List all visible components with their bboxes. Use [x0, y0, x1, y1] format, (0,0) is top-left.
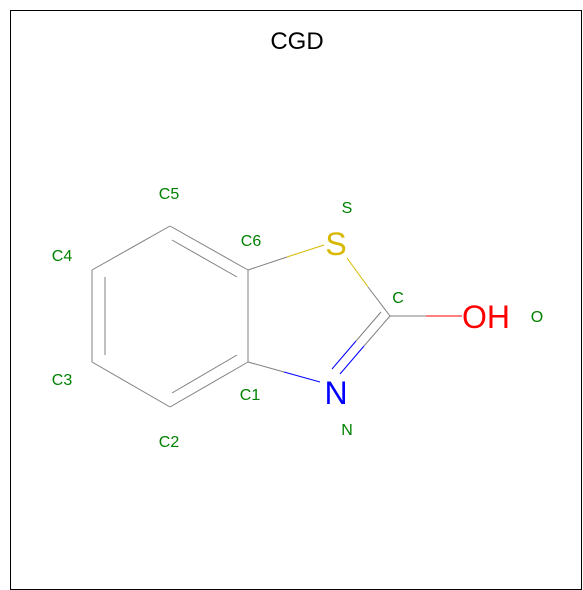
bond-c-n-inner-a [355, 311, 382, 342]
bonds [91, 225, 462, 408]
atom-n-symbol: N [324, 375, 347, 411]
label-s: S [342, 200, 353, 217]
atom-o-symbol: OH [462, 299, 510, 335]
bond-c-n-b [339, 345, 365, 375]
bond-c1-c2 [169, 361, 249, 408]
bond-c1-c2-inner [171, 354, 238, 394]
bond-s-c-a [346, 257, 369, 288]
bond-c-n-inner-b [331, 340, 357, 370]
label-c3: C3 [52, 372, 73, 389]
bond-c2-c3 [91, 361, 171, 408]
bond-c5-c6 [169, 225, 249, 271]
atom-labels: S N O C C1 C2 C3 C4 C5 C6 [52, 186, 543, 451]
label-c6: C6 [241, 233, 262, 250]
label-n: N [341, 422, 353, 439]
bond-c6-s-a [247, 256, 288, 271]
bond-c6-s-b [286, 244, 325, 258]
label-c5: C5 [159, 186, 180, 203]
diagram-title: CGD [270, 28, 323, 55]
bond-c-n-a [363, 315, 391, 347]
atom-s-symbol: S [325, 226, 346, 262]
label-c4: C4 [52, 248, 73, 265]
bond-s-c-b [367, 286, 391, 317]
bond-n-c1-b [247, 361, 285, 373]
label-o: O [531, 309, 543, 326]
label-c1: C1 [240, 387, 261, 404]
label-c: C [392, 290, 404, 307]
label-c2: C2 [159, 434, 180, 451]
bond-c5-c6-inner [171, 239, 238, 278]
bond-c4-c5 [91, 225, 171, 271]
bond-n-c1-a [283, 371, 321, 383]
